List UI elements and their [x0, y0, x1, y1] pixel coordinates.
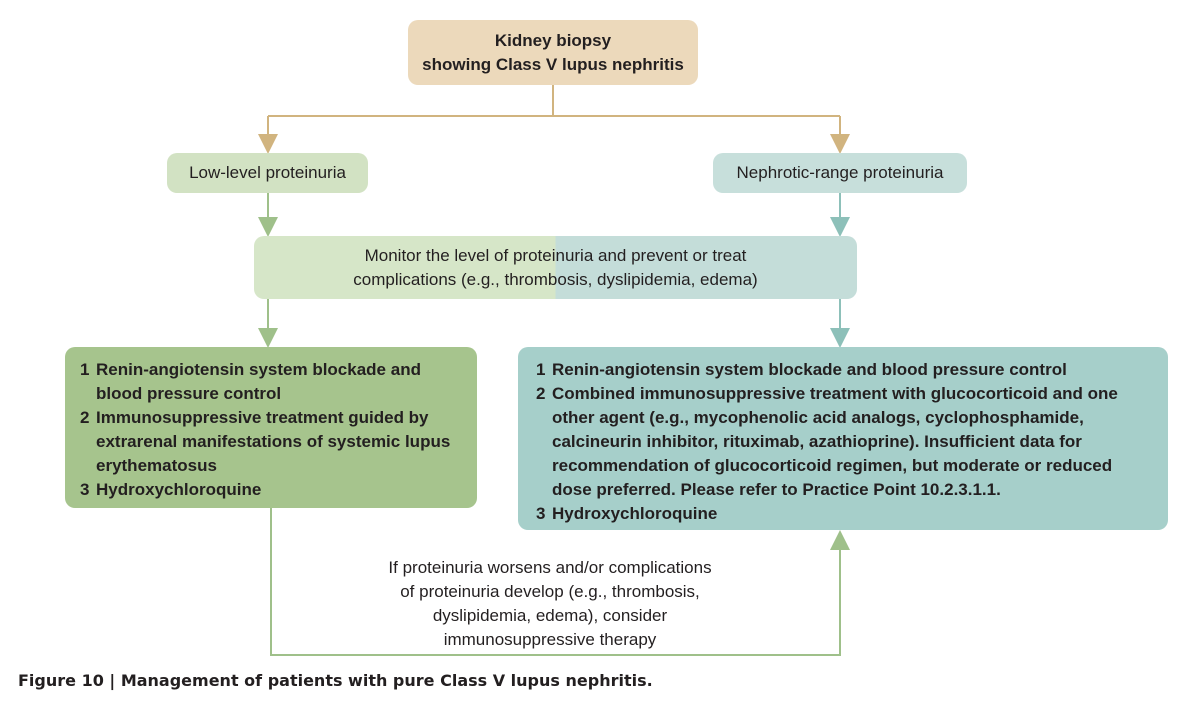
item-text: Hydroxychloroquine	[96, 480, 262, 499]
figure-caption: Figure 10 | Management of patients with …	[18, 671, 653, 690]
connector-top-split	[268, 85, 840, 117]
item-text: Hydroxychloroquine	[552, 504, 718, 523]
monitor-line1: Monitor the level of proteinuria and pre…	[364, 245, 747, 265]
item-number: 3	[80, 480, 90, 499]
nephrotic-range-proteinuria-label: Nephrotic-range proteinuria	[736, 163, 944, 182]
list-item: 2 Immunosuppressive treatment guided by e…	[80, 406, 465, 478]
escalation-note-line1: If proteinuria worsens and/or complicati…	[388, 558, 712, 577]
nephrotic-recommendations-list: 1 Renin-angiotensin system blockade and b…	[536, 358, 1156, 526]
item-number: 3	[536, 504, 546, 523]
item-text: Renin-angiotensin system blockade and bl…	[552, 360, 1067, 379]
item-text: Renin-angiotensin system blockade and bl…	[96, 360, 421, 403]
list-item: 1 Renin-angiotensin system blockade and b…	[536, 358, 1156, 382]
low-level-recommendations-box: 1 Renin-angiotensin system blockade and b…	[65, 347, 477, 508]
escalation-note-line3: dyslipidemia, edema), consider	[432, 606, 668, 625]
nephrotic-recommendations-box: 1 Renin-angiotensin system blockade and b…	[518, 347, 1168, 530]
escalation-note: If proteinuria worsens and/or complicati…	[350, 556, 750, 652]
item-number: 1	[80, 360, 90, 379]
kidney-biopsy-box: Kidney biopsy showing Class V lupus neph…	[408, 20, 698, 85]
escalation-note-line2: of proteinuria develop (e.g., thrombosis…	[400, 582, 700, 601]
low-level-proteinuria-box: Low-level proteinuria	[167, 153, 368, 193]
item-number: 2	[80, 408, 90, 427]
low-level-recommendations-list: 1 Renin-angiotensin system blockade and b…	[80, 358, 465, 502]
nephrotic-range-proteinuria-box: Nephrotic-range proteinuria	[713, 153, 967, 193]
item-text: Immunosuppressive treatment guided by ex…	[96, 408, 451, 475]
kidney-biopsy-line2: showing Class V lupus nephritis	[422, 54, 684, 74]
escalation-loop	[270, 508, 850, 656]
list-item: 1 Renin-angiotensin system blockade and b…	[80, 358, 465, 406]
item-number: 2	[536, 384, 546, 403]
kidney-biopsy-line1: Kidney biopsy	[494, 30, 612, 50]
list-item: 3 Hydroxychloroquine	[536, 502, 1156, 526]
item-text: Combined immunosuppressive treatment wit…	[552, 384, 1118, 499]
list-item: 3 Hydroxychloroquine	[80, 478, 465, 502]
escalation-note-line4: immunosuppressive therapy	[443, 630, 657, 649]
monitor-line2: complications (e.g., thrombosis, dyslipi…	[353, 269, 758, 289]
item-number: 1	[536, 360, 546, 379]
list-item: 2 Combined immunosuppressive treatment wi…	[536, 382, 1156, 502]
monitor-box: Monitor the level of proteinuria and pre…	[254, 236, 857, 299]
low-level-proteinuria-label: Low-level proteinuria	[189, 163, 346, 182]
